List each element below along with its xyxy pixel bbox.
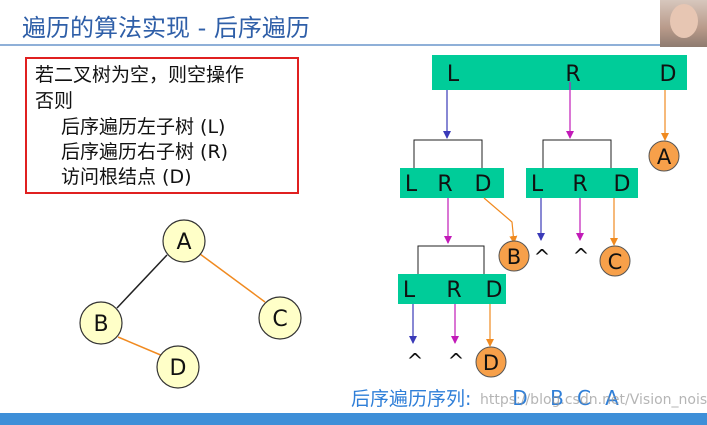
visit-b: B: [498, 240, 530, 272]
frame-top-d: D: [660, 62, 677, 87]
result-item-1: D: [512, 386, 527, 410]
frame-bottom-l: L: [403, 278, 416, 303]
frame-bottom-d: D: [486, 278, 503, 303]
result-item-3: C: [577, 386, 591, 410]
visit-a-label: A: [657, 145, 672, 169]
tree-node-a-label: A: [176, 230, 191, 255]
edge-b-d: [117, 336, 164, 357]
tree-node-d: D: [156, 345, 200, 389]
title-divider: [0, 44, 707, 46]
visit-b-label: B: [507, 245, 521, 269]
result-item-2: B: [550, 386, 564, 410]
frame-mid-right: L R D: [526, 139, 638, 198]
presenter-video: [660, 0, 707, 47]
frame-mid-right-l: L: [531, 172, 544, 197]
frame-mid-left-r: R: [437, 172, 452, 197]
edge-a-b: [116, 254, 168, 309]
tree-node-b-label: B: [93, 312, 108, 337]
visit-d: D: [475, 346, 507, 378]
tree-node-d-label: D: [170, 356, 187, 381]
rule-otherwise: 否则: [35, 90, 74, 112]
null-bottom-l: ^: [407, 349, 424, 373]
frame-mid-right-r: R: [572, 172, 587, 197]
result-label: 后序遍历序列:: [351, 388, 471, 410]
null-mid-right-l: ^: [534, 245, 551, 269]
null-mid-right-r: ^: [573, 244, 590, 268]
frame-top-l: L: [447, 62, 460, 87]
rule-right-subtree: 后序遍历右子树 (R): [61, 141, 229, 163]
rule-visit-root: 访问根结点 (D): [61, 166, 192, 188]
frame-mid-left: L R D: [400, 139, 504, 198]
frame-mid-left-l: L: [405, 172, 418, 197]
algorithm-rules-box: 若二叉树为空，则空操作 否则 后序遍历左子树 (L) 后序遍历右子树 (R) 访…: [25, 57, 299, 194]
frame-bottom: L R D: [398, 245, 506, 304]
result-item-4: A: [605, 386, 619, 410]
tree-node-b: B: [79, 301, 123, 345]
frame-mid-left-d: D: [475, 172, 492, 197]
arrow-mid-left-d: [483, 197, 518, 244]
page-title: 遍历的算法实现 - 后序遍历: [22, 14, 310, 42]
rule-left-subtree: 后序遍历左子树 (L): [61, 116, 226, 138]
frame-mid-right-d: D: [614, 172, 631, 197]
visit-c-label: C: [608, 250, 623, 274]
frame-top: L R D: [432, 55, 687, 90]
visit-d-label: D: [483, 351, 499, 375]
watermark: https://blog.csdn.net/Vision_noisiV: [480, 392, 707, 408]
frame-bottom-r: R: [446, 278, 461, 303]
visit-c: C: [599, 245, 631, 277]
tree-node-c-label: C: [272, 307, 287, 332]
frame-top-r: R: [565, 62, 580, 87]
bottom-bar: [0, 413, 707, 425]
null-bottom-r: ^: [448, 349, 465, 373]
tree-node-c: C: [258, 296, 302, 340]
rule-empty-check: 若二叉树为空，则空操作: [35, 64, 245, 86]
visit-a: A: [648, 140, 680, 172]
presenter-face: [670, 4, 698, 38]
tree-node-a: A: [162, 219, 206, 263]
edge-a-c: [199, 253, 266, 303]
